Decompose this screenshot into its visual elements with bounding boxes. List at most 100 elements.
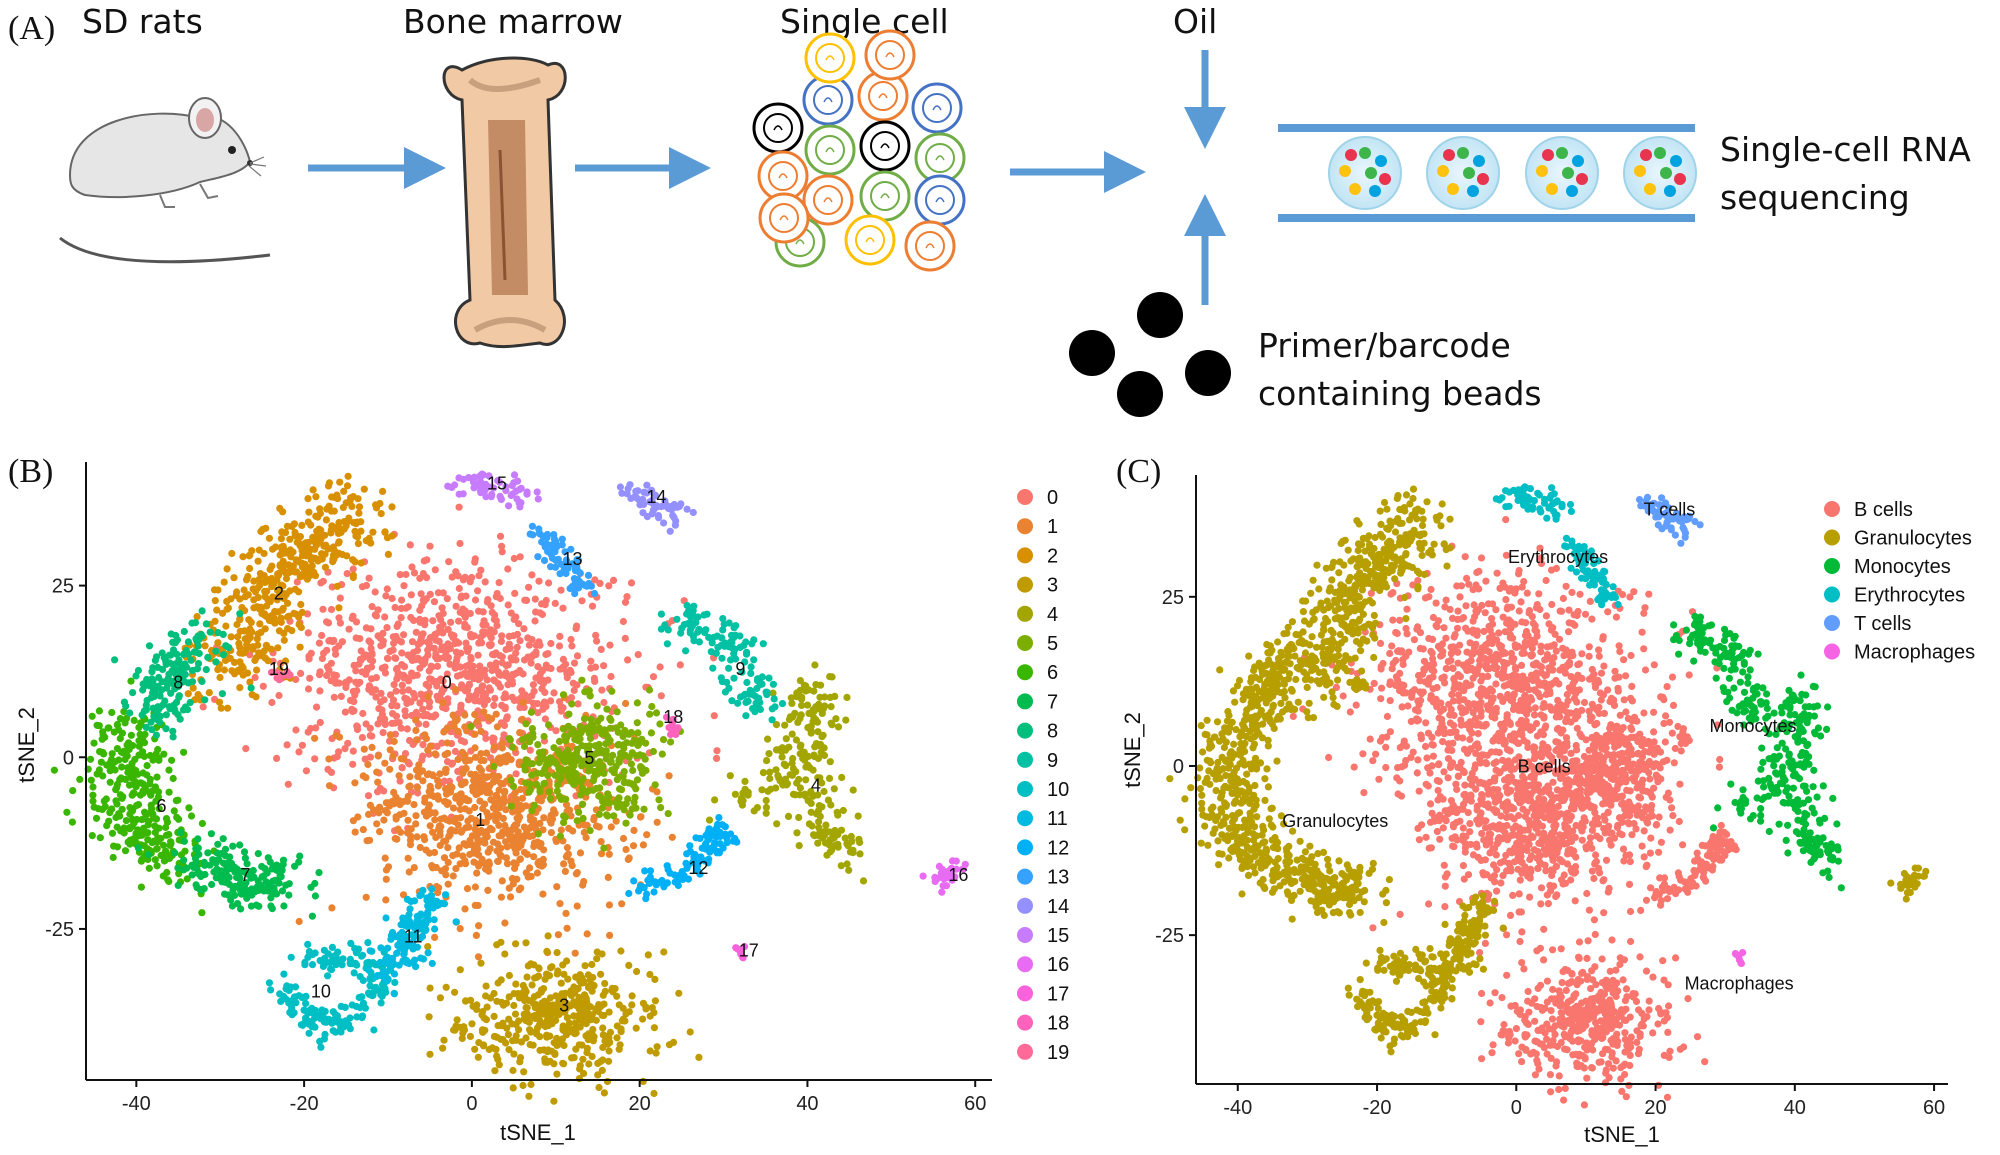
scatter-point <box>295 748 303 756</box>
scatter-point <box>1450 721 1458 730</box>
scatter-point <box>1482 577 1490 585</box>
cell-icon <box>804 32 856 84</box>
scatter-point <box>491 694 499 703</box>
scatter-point <box>1396 616 1404 624</box>
scatter-point <box>397 604 405 613</box>
scatter-point <box>438 604 446 612</box>
scatter-point <box>1422 719 1430 727</box>
scatter-point <box>1488 615 1496 623</box>
step-label-bone-marrow: Bone marrow <box>403 2 623 41</box>
scatter-point <box>1376 737 1384 745</box>
scatter-point <box>1542 612 1550 620</box>
scatter-point <box>524 634 532 642</box>
cells-icon <box>752 29 966 272</box>
step-label-single-cell: Single cell <box>780 2 949 41</box>
scatter-point <box>1470 601 1478 609</box>
scatter-point <box>567 635 575 644</box>
scatter-point <box>1595 646 1603 654</box>
scatter-point <box>497 637 505 646</box>
scatter-point <box>1716 755 1724 764</box>
scatter-point <box>344 739 352 747</box>
scatter-point <box>1531 704 1539 712</box>
bead-icon <box>1069 292 1231 417</box>
scatter-point <box>592 631 600 640</box>
cell-icon <box>804 124 856 176</box>
panel-b-letter: (B) <box>8 453 54 490</box>
cell-icon <box>752 102 804 154</box>
cell-icon <box>802 174 854 226</box>
scatter-point <box>1585 643 1593 651</box>
scatter-point <box>1620 656 1628 664</box>
scatter-point <box>297 669 305 678</box>
cell-icon <box>758 192 810 244</box>
scatter-point <box>457 704 465 712</box>
scatter-point <box>398 596 406 604</box>
scatter-point <box>416 615 424 624</box>
scatter-point <box>304 728 312 736</box>
scatter-point <box>1595 652 1603 660</box>
scatter-point <box>1615 673 1623 681</box>
scatter-point <box>302 767 310 775</box>
scatter-point <box>1369 757 1377 765</box>
scatter-point <box>527 659 535 667</box>
scatter-point <box>1350 763 1358 771</box>
scatter-point <box>1565 606 1573 614</box>
scatter-point <box>389 696 398 704</box>
scatter-point <box>597 645 605 654</box>
scatter-point <box>568 642 576 650</box>
scatter-point <box>598 686 606 694</box>
scatter-point <box>534 709 542 717</box>
scatter-point <box>534 663 542 671</box>
scatter-point <box>531 595 539 603</box>
scatter-point <box>496 532 505 540</box>
scatter-point <box>1442 596 1450 604</box>
scatter-point <box>446 660 454 668</box>
scatter-point <box>283 741 291 749</box>
rat-icon <box>59 97 271 264</box>
scatter-point <box>1530 711 1539 719</box>
step-label-rats: SD rats <box>82 2 203 41</box>
scatter-point <box>559 604 567 612</box>
scatter-point <box>1462 602 1470 610</box>
scatter-point <box>609 576 618 585</box>
scatter-point <box>275 691 283 700</box>
scatter-point <box>1461 553 1469 561</box>
scatter-point <box>397 724 405 732</box>
scatter-point <box>1446 711 1454 719</box>
beads-label: Primer/barcode containing beads <box>1258 322 1542 418</box>
scatter-point <box>676 661 684 669</box>
scatter-point <box>393 702 401 710</box>
panel-a-letter: (A) <box>8 10 56 47</box>
scatter-point <box>596 579 604 588</box>
cell-icon <box>857 70 909 122</box>
scatter-point <box>656 663 664 671</box>
scatter-point <box>311 755 319 763</box>
step-label-oil: Oil <box>1173 2 1218 41</box>
scatter-point <box>336 619 344 627</box>
scatter-point <box>495 671 503 679</box>
scatter-point <box>588 602 597 610</box>
scatter-point <box>423 574 431 582</box>
scatter-point <box>1477 677 1485 685</box>
scatter-point <box>273 754 281 763</box>
scatter-point <box>525 583 533 591</box>
scatter-point <box>400 631 408 639</box>
scatter-point <box>398 649 406 657</box>
droplet-icon <box>1525 136 1599 210</box>
scatter-point <box>392 687 400 695</box>
scatter-point <box>318 631 326 640</box>
scatter-point <box>1421 594 1430 602</box>
scatter-point <box>513 630 522 639</box>
sequencing-label-line1: Single-cell RNA <box>1720 130 1971 169</box>
scatter-point <box>268 698 276 707</box>
scatter-point <box>1586 597 1594 606</box>
scatter-point <box>495 579 503 587</box>
scatter-point <box>1432 599 1440 607</box>
scatter-point <box>1325 753 1333 762</box>
scatter-point <box>1645 590 1653 598</box>
scatter-point <box>710 712 718 720</box>
scatter-point <box>1663 683 1671 691</box>
scatter-point <box>525 641 534 649</box>
scatter-point <box>396 571 404 579</box>
